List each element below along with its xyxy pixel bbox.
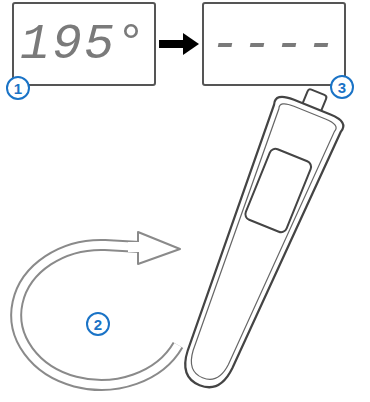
display-screen: 195°	[12, 2, 156, 86]
flow-arrow	[159, 33, 199, 55]
display-reading: 195°	[20, 16, 148, 73]
display-screen: ----	[202, 2, 346, 86]
display-reading: ----	[210, 16, 338, 73]
callout-number: 2	[86, 312, 110, 336]
rotation-arrow	[16, 232, 180, 385]
callout-number: 1	[6, 76, 30, 100]
handheld-device	[166, 78, 352, 398]
callout-number: 3	[330, 75, 354, 99]
